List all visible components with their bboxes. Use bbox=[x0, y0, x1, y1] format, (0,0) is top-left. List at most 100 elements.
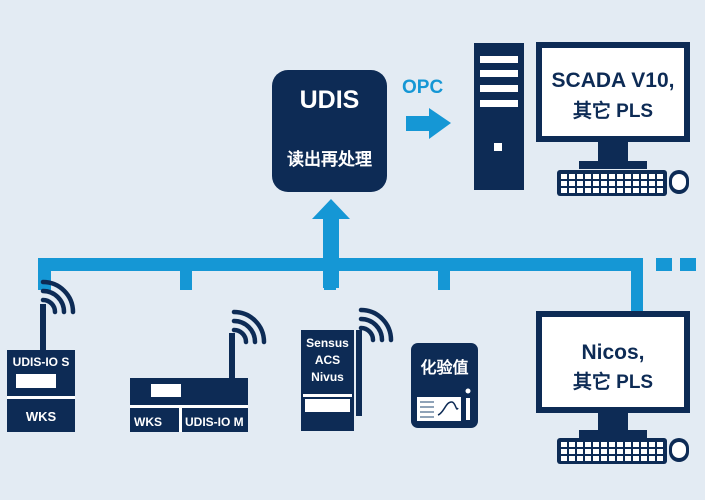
monitor-top-line1: SCADA V10, bbox=[551, 69, 675, 92]
keyboard-key bbox=[609, 442, 615, 447]
keyboard-key bbox=[625, 456, 631, 461]
udis-title: UDIS bbox=[299, 86, 360, 114]
keyboard-key bbox=[649, 181, 655, 186]
keyboard-key bbox=[593, 188, 599, 193]
keyboard-key bbox=[601, 174, 607, 179]
keyboard-key bbox=[561, 181, 567, 186]
keyboard-key bbox=[649, 449, 655, 454]
wifi-icon-sensus bbox=[358, 307, 394, 343]
keyboard-key bbox=[601, 442, 607, 447]
keyboard-key bbox=[649, 442, 655, 447]
lab-values-label: 化验值 bbox=[420, 360, 469, 377]
arrow-right-icon bbox=[406, 108, 451, 139]
bus-drop-lab bbox=[438, 264, 450, 290]
bus-dash-1 bbox=[656, 258, 672, 271]
monitor-bottom-line1: Nicos, bbox=[581, 341, 645, 364]
keyboard-key bbox=[577, 456, 583, 461]
monitor-icon-bottom bbox=[536, 311, 690, 438]
udis-subtitle: 读出再处理 bbox=[287, 150, 372, 169]
udis-io-m-label: UDIS-IO M bbox=[185, 415, 244, 429]
keyboard-key bbox=[601, 181, 607, 186]
keyboard-key bbox=[641, 442, 647, 447]
acs-label: ACS bbox=[314, 353, 341, 367]
keyboard-key bbox=[609, 449, 615, 454]
keyboard-key bbox=[609, 181, 615, 186]
monitor-bottom-line2: 其它 PLS bbox=[572, 372, 654, 393]
keyboard-icon-bottom bbox=[557, 438, 667, 464]
keyboard-key bbox=[561, 442, 567, 447]
lab-chart-icon bbox=[417, 388, 471, 421]
keyboard-key bbox=[625, 188, 631, 193]
keyboard-key bbox=[633, 442, 639, 447]
keyboard-key bbox=[609, 188, 615, 193]
udis-io-s-label: UDIS-IO S bbox=[12, 355, 70, 369]
wks-label-small: WKS bbox=[25, 409, 57, 424]
wifi-icon-udis-io-m bbox=[231, 309, 267, 345]
keyboard-key bbox=[593, 449, 599, 454]
keyboard-key bbox=[569, 181, 575, 186]
keyboard-key bbox=[657, 181, 663, 186]
keyboard-key bbox=[657, 188, 663, 193]
keyboard-key bbox=[561, 188, 567, 193]
keyboard-key bbox=[657, 456, 663, 461]
bus-dash-2 bbox=[680, 258, 696, 271]
keyboard-key bbox=[601, 188, 607, 193]
keyboard-key bbox=[561, 456, 567, 461]
keyboard-key bbox=[577, 188, 583, 193]
keyboard-key bbox=[601, 456, 607, 461]
keyboard-key bbox=[633, 174, 639, 179]
arrow-up-icon bbox=[312, 199, 350, 288]
keyboard-key bbox=[609, 174, 615, 179]
keyboard-key bbox=[585, 442, 591, 447]
keyboard-key bbox=[617, 456, 623, 461]
device-wks-udis-io-m bbox=[130, 378, 248, 432]
keyboard-key bbox=[617, 188, 623, 193]
keyboard-key bbox=[585, 188, 591, 193]
monitor-icon-top bbox=[536, 42, 690, 169]
keyboard-key bbox=[593, 456, 599, 461]
bus-main-line bbox=[38, 258, 642, 271]
keyboard-key bbox=[617, 181, 623, 186]
keyboard-key bbox=[633, 188, 639, 193]
keyboard-key bbox=[569, 442, 575, 447]
mouse-icon-bottom bbox=[669, 438, 689, 462]
keyboard-key bbox=[601, 449, 607, 454]
keyboard-key bbox=[633, 181, 639, 186]
keyboard-key bbox=[625, 449, 631, 454]
keyboard-key bbox=[649, 188, 655, 193]
keyboard-key bbox=[569, 456, 575, 461]
opc-label: OPC bbox=[402, 77, 444, 98]
wifi-icon-udis-io-s bbox=[40, 279, 76, 315]
antenna-icon-udis-io-m bbox=[229, 333, 235, 383]
keyboard-key bbox=[585, 174, 591, 179]
keyboard-key bbox=[641, 188, 647, 193]
keyboard-icon-top bbox=[557, 170, 667, 196]
keyboard-key bbox=[593, 442, 599, 447]
device-sensus bbox=[301, 330, 354, 431]
monitor-top-line2: 其它 PLS bbox=[572, 101, 654, 122]
keyboard-key bbox=[617, 174, 623, 179]
bus-drop-udis-io-s bbox=[38, 258, 51, 290]
antenna-icon-sensus bbox=[356, 330, 362, 416]
keyboard-key bbox=[561, 174, 567, 179]
keyboard-key bbox=[641, 174, 647, 179]
keyboard-key bbox=[561, 449, 567, 454]
bus-drop-nicos bbox=[631, 258, 643, 324]
keyboard-key bbox=[585, 456, 591, 461]
mouse-icon-top bbox=[669, 170, 689, 194]
keyboard-key bbox=[609, 456, 615, 461]
keyboard-key bbox=[569, 449, 575, 454]
keyboard-key bbox=[641, 449, 647, 454]
keyboard-key bbox=[625, 442, 631, 447]
keyboard-key bbox=[585, 449, 591, 454]
wks-label: WKS bbox=[134, 415, 162, 429]
keyboard-key bbox=[633, 449, 639, 454]
keyboard-key bbox=[625, 181, 631, 186]
keyboard-key bbox=[585, 181, 591, 186]
keyboard-key bbox=[625, 174, 631, 179]
keyboard-key bbox=[593, 174, 599, 179]
keyboard-key bbox=[649, 456, 655, 461]
sensus-label: Sensus bbox=[306, 336, 349, 350]
